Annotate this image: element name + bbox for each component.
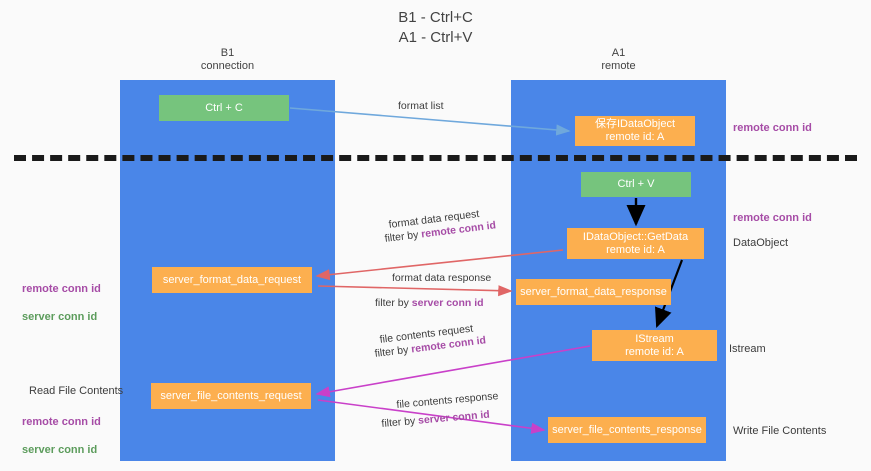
box-save-idataobject[interactable]: 保存IDataObject remote id: A [575,116,695,146]
box-server-format-data-response[interactable]: server_format_data_response [516,279,671,305]
arrow-format-data-response [317,285,513,297]
box-ctrl-c[interactable]: Ctrl + C [159,95,289,121]
annotation-left-low-server: server conn id [22,444,98,456]
filter-prefix: filter by [381,414,419,430]
box-server-file-contents-response[interactable]: server_file_contents_response [548,417,706,443]
annotation-left-mid-server: server conn id [22,311,98,323]
lane-header-a1: A1 remote [601,47,636,72]
label-format-data-response-filter: filter by server conn id [375,297,484,310]
lane-header-b1: B1 connection [200,47,255,72]
box-istream[interactable]: IStream remote id: A [592,330,717,361]
arrow-file-contents-response [317,399,546,434]
arrow-file-contents-request [315,345,591,398]
annotation-dataobject: DataObject [733,237,789,249]
annotation-left-mid: remote conn id server conn id [22,268,101,338]
annotation-remote-conn-id-mid: remote conn id [733,212,812,224]
annotation-left-low-remote: remote conn id [22,416,101,428]
arrow-format-list [289,107,571,136]
label-format-list: format list [398,100,444,112]
box-idataobject-getdata[interactable]: IDataObject::GetData remote id: A [567,228,704,259]
arrow-format-data-request [315,249,564,281]
annotation-left-mid-remote: remote conn id [22,283,101,295]
box-server-format-data-request[interactable]: server_format_data_request [152,267,312,293]
box-ctrl-v[interactable]: Ctrl + V [581,172,691,197]
annotation-remote-conn-id-top: remote conn id [733,122,812,134]
annotation-left-low: remote conn id server conn id [22,401,101,471]
filter-key: server conn id [411,297,484,309]
box-server-file-contents-request[interactable]: server_file_contents_request [151,383,311,409]
filter-prefix: filter by [375,297,412,309]
annotation-read-file-contents: Read File Contents [29,385,124,397]
annotation-istream: Istream [729,343,766,355]
annotation-write-file-contents: Write File Contents [733,425,827,437]
phase-separator [14,155,857,161]
label-format-data-response: format data response [392,272,492,284]
page-title: B1 - Ctrl+C A1 - Ctrl+V [398,9,473,46]
